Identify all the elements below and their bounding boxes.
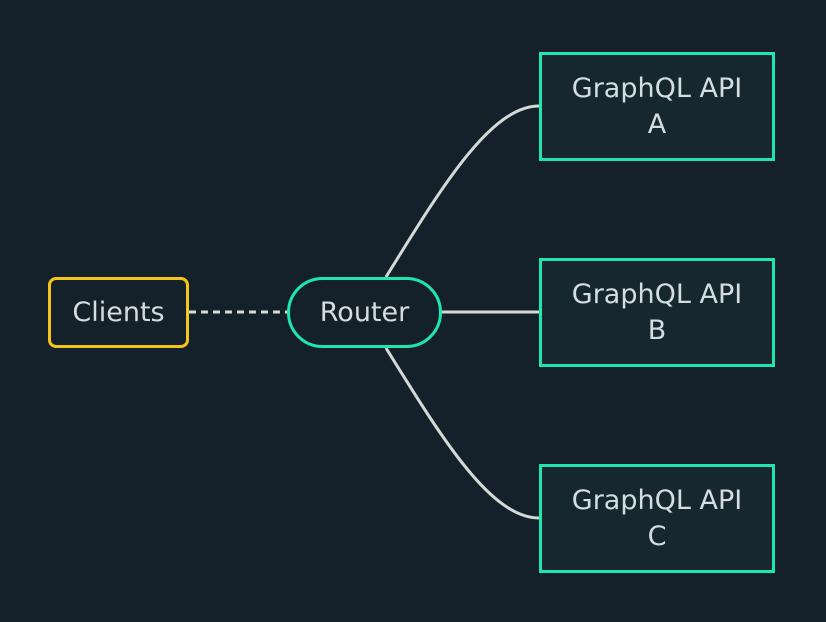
graphql-api-c-node: GraphQL API C xyxy=(539,464,775,573)
graphql-api-b-title: GraphQL API xyxy=(571,278,743,310)
graphql-api-a-node: GraphQL API A xyxy=(539,52,775,161)
edge-router-api-a xyxy=(384,104,540,278)
graphql-api-c-title: GraphQL API xyxy=(571,484,743,516)
router-label: Router xyxy=(319,296,410,328)
graphql-api-c-letter: C xyxy=(647,520,667,552)
graphql-api-a-letter: A xyxy=(647,108,667,140)
edge-router-api-c xyxy=(384,347,540,520)
clients-node: Clients xyxy=(48,277,189,348)
clients-label: Clients xyxy=(72,296,165,328)
router-node: Router xyxy=(287,277,442,348)
graphql-api-b-letter: B xyxy=(647,314,667,346)
graphql-api-b-node: GraphQL API B xyxy=(539,258,775,367)
graphql-api-a-title: GraphQL API xyxy=(571,72,743,104)
